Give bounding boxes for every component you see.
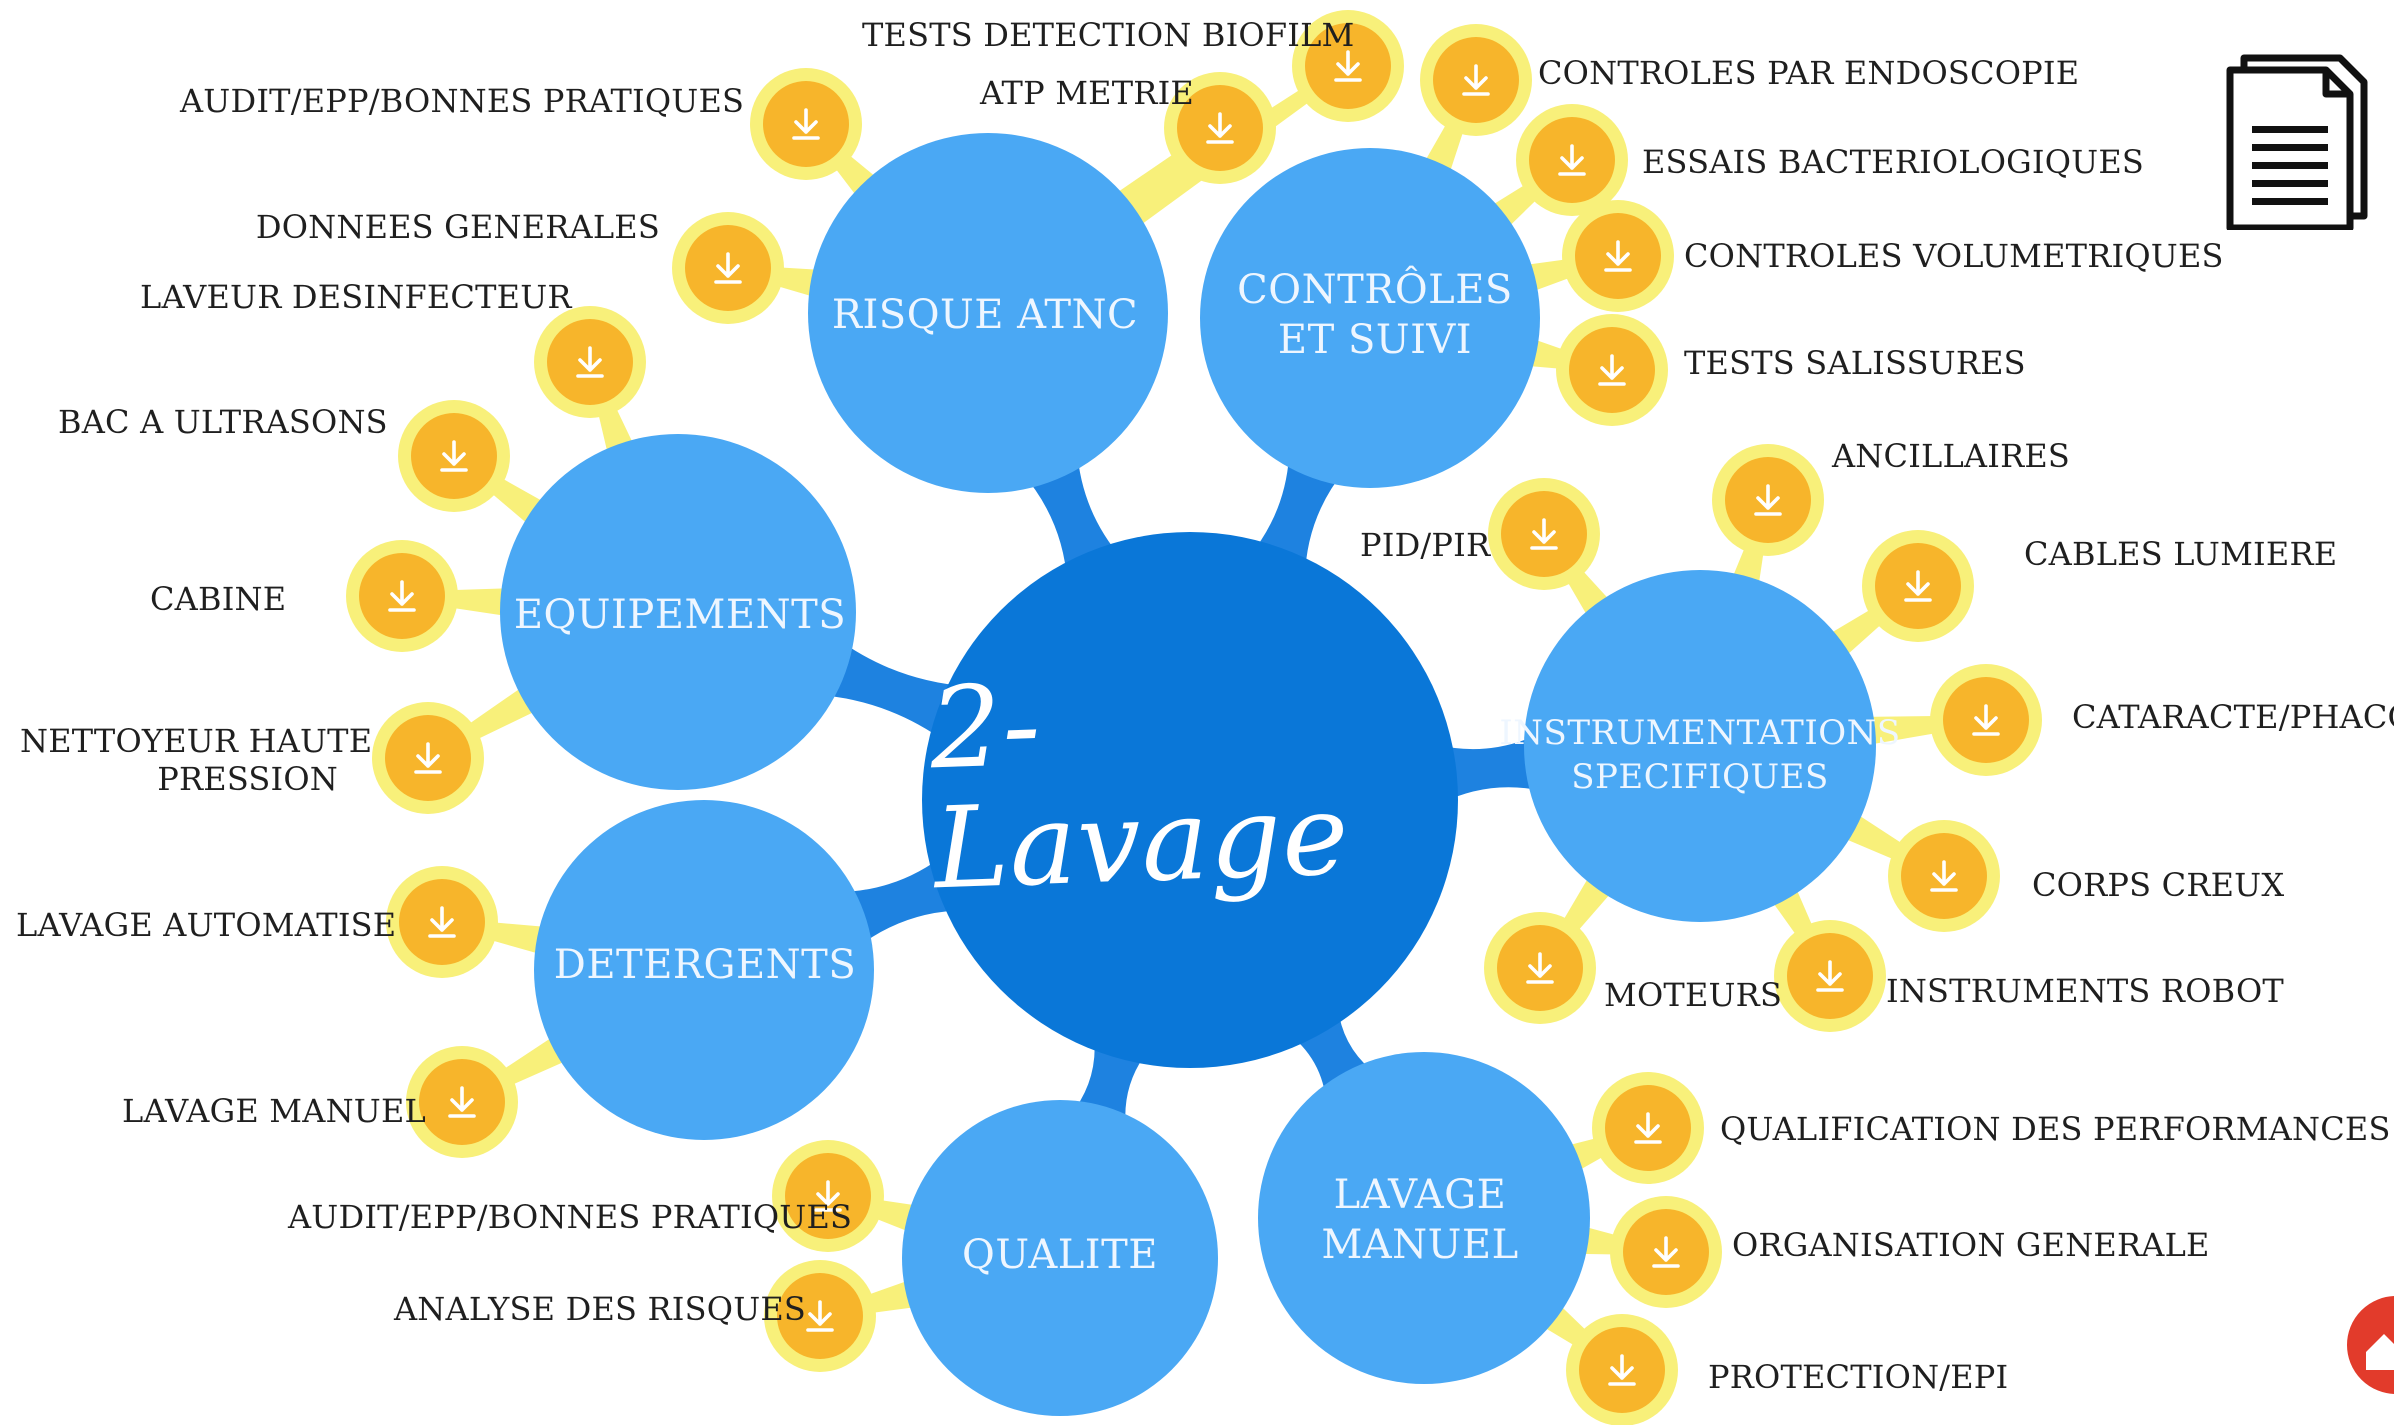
leaf-nodes — [346, 10, 2042, 1425]
leaf-label[interactable]: AUDIT/EPP/BONNES PRATIQUES — [288, 1198, 853, 1236]
document-icon[interactable] — [2222, 40, 2372, 230]
download-icon — [1206, 112, 1234, 144]
download-icon — [1904, 570, 1932, 602]
hub-lavage_manuel-circle — [1258, 1052, 1590, 1384]
connector-detergents — [835, 853, 966, 949]
download-icon — [714, 252, 742, 284]
download-node — [1712, 444, 1824, 556]
download-node — [1516, 104, 1628, 216]
download-node — [1562, 200, 1674, 312]
leaf-label[interactable]: BAC A ULTRASONS — [58, 403, 388, 441]
leaf-label[interactable]: ESSAIS BACTERIOLOGIQUES — [1642, 143, 2145, 181]
leaf-label[interactable]: CABLES LUMIERE — [2024, 535, 2338, 573]
home-badge[interactable] — [2340, 1290, 2394, 1400]
download-icon — [1604, 240, 1632, 272]
leaf-label[interactable]: LAVAGE AUTOMATISE — [16, 906, 397, 944]
download-icon — [1972, 704, 2000, 736]
download-node — [1930, 664, 2042, 776]
download-icon — [1652, 1236, 1680, 1268]
center-title: 2- Lavage — [927, 660, 1352, 915]
download-node — [750, 68, 862, 180]
download-node — [1774, 920, 1886, 1032]
download-icon — [1754, 484, 1782, 516]
leaf-label[interactable]: MOTEURS — [1604, 976, 1783, 1014]
leaf-label[interactable]: CATARACTE/PHACO — [2072, 698, 2394, 736]
download-icon — [388, 580, 416, 612]
download-icon — [1608, 1354, 1636, 1386]
download-node — [764, 1260, 876, 1372]
download-node — [1556, 314, 1668, 426]
download-node — [772, 1140, 884, 1252]
download-node — [1592, 1072, 1704, 1184]
download-icon — [1816, 960, 1844, 992]
connector-equipements — [815, 638, 968, 743]
leaf-label[interactable]: LAVAGE MANUEL — [122, 1092, 426, 1130]
download-node — [1862, 530, 1974, 642]
leaf-label[interactable]: ANALYSE DES RISQUES — [394, 1290, 807, 1328]
leaf-label[interactable]: NETTOYEUR HAUTE PRESSION — [20, 722, 373, 798]
leaf-label[interactable]: CORPS CREUX — [2032, 866, 2285, 904]
download-icon — [1598, 354, 1626, 386]
leaf-label[interactable]: QUALIFICATION DES PERFORMANCES — [1720, 1110, 2391, 1148]
hub-controles-circle — [1200, 148, 1540, 488]
download-node — [1610, 1196, 1722, 1308]
hub-equipements-circle — [500, 434, 856, 790]
leaf-label[interactable]: PID/PIR — [1360, 526, 1491, 564]
leaf-label[interactable]: DONNEES GENERALES — [255, 208, 660, 246]
download-node — [1888, 820, 2000, 932]
leaf-label[interactable]: CONTROLES VOLUMETRIQUES — [1684, 237, 2224, 275]
connector-instrumentations — [1433, 732, 1549, 804]
download-node — [406, 1046, 518, 1158]
download-icon — [814, 1180, 842, 1212]
leaf-label[interactable]: TESTS DETECTION BIOFILM — [862, 16, 1355, 54]
leaf-label[interactable]: PROTECTION/EPI — [1708, 1358, 2009, 1396]
download-node — [386, 866, 498, 978]
download-icon — [1530, 518, 1558, 550]
download-icon — [806, 1300, 834, 1332]
download-icon — [414, 742, 442, 774]
download-icon — [1334, 50, 1362, 82]
hub-qualite-circle — [902, 1100, 1218, 1416]
leaf-label[interactable]: ATP METRIE — [980, 74, 1194, 112]
hub-detergents-circle — [534, 800, 874, 1140]
download-node — [372, 702, 484, 814]
hub-instrumentations-circle — [1524, 570, 1876, 922]
download-icon — [428, 906, 456, 938]
leaf-label[interactable]: ORGANISATION GENERALE — [1732, 1226, 2210, 1264]
download-icon — [1930, 860, 1958, 892]
download-icon — [1634, 1112, 1662, 1144]
download-icon — [440, 440, 468, 472]
leaf-label[interactable]: LAVEUR DESINFECTEUR — [140, 278, 572, 316]
download-node — [1566, 1314, 1678, 1425]
download-icon — [576, 346, 604, 378]
leaf-label[interactable]: CONTROLES PAR ENDOSCOPIE — [1538, 54, 2080, 92]
download-icon — [1558, 144, 1586, 176]
download-icon — [792, 108, 820, 140]
leaf-label[interactable]: INSTRUMENTS ROBOT — [1886, 972, 2284, 1010]
download-node — [1484, 912, 1596, 1024]
leaf-label[interactable]: ANCILLAIRES — [1832, 437, 2071, 475]
center-circle — [922, 532, 1458, 1068]
download-node — [672, 212, 784, 324]
hub-circles — [500, 133, 1876, 1416]
download-node — [1164, 72, 1276, 184]
leaf-label[interactable]: TESTS SALISSURES — [1684, 344, 2026, 382]
download-node — [534, 306, 646, 418]
leaf-label[interactable]: CABINE — [150, 580, 287, 618]
download-icon — [1462, 64, 1490, 96]
download-node — [1488, 478, 1600, 590]
hub-risque_atnc-circle — [808, 133, 1168, 493]
leaf-label[interactable]: AUDIT/EPP/BONNES PRATIQUES — [180, 82, 745, 120]
download-node — [346, 540, 458, 652]
download-icon — [1526, 952, 1554, 984]
download-node — [398, 400, 510, 512]
download-node — [1292, 10, 1404, 122]
download-node — [1420, 24, 1532, 136]
download-icon — [448, 1086, 476, 1118]
